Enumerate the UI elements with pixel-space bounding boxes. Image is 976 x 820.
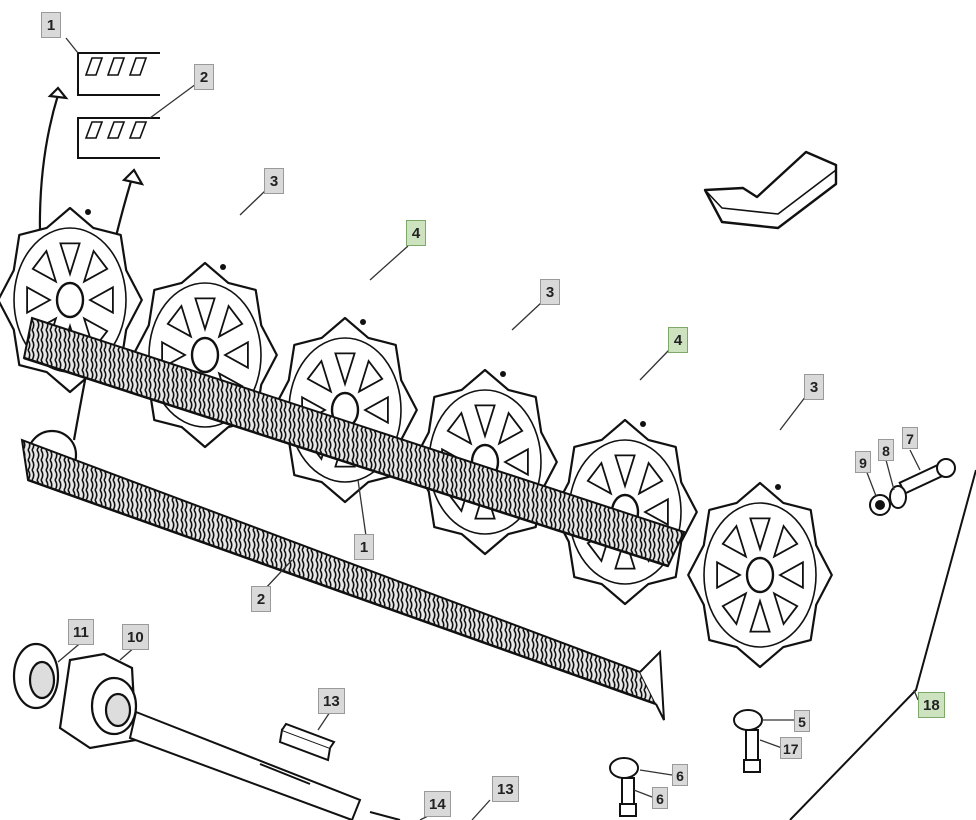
shaft-key — [278, 722, 336, 762]
callout-2-top[interactable]: 2 — [194, 64, 214, 90]
leader-18 — [789, 469, 976, 820]
callout-5[interactable]: 5 — [794, 710, 810, 732]
callout-3-b[interactable]: 3 — [540, 279, 560, 305]
callout-8[interactable]: 8 — [878, 439, 894, 461]
callout-13-b[interactable]: 13 — [492, 776, 519, 802]
leader-lines — [57, 37, 921, 820]
callout-9[interactable]: 9 — [855, 451, 871, 473]
callout-2-mid[interactable]: 2 — [251, 586, 271, 612]
callout-17[interactable]: 17 — [780, 737, 802, 759]
callout-11[interactable]: 11 — [68, 619, 94, 645]
callout-1-top[interactable]: 1 — [41, 12, 61, 38]
bolt-hardware — [869, 458, 956, 516]
callout-4-b[interactable]: 4 — [668, 327, 688, 353]
lower-rack — [20, 438, 665, 721]
direction-arrow — [703, 150, 838, 230]
callout-13-a[interactable]: 13 — [318, 688, 345, 714]
callout-14[interactable]: 14 — [424, 791, 451, 817]
callout-3-c[interactable]: 3 — [804, 374, 824, 400]
upper-rack — [22, 316, 686, 568]
rack-detail-1 — [77, 52, 160, 96]
callout-1-mid[interactable]: 1 — [354, 534, 374, 560]
sprocket-wheel — [687, 481, 833, 669]
callout-6-b[interactable]: 6 — [652, 787, 668, 809]
rack-detail-2 — [77, 117, 160, 159]
callout-10[interactable]: 10 — [122, 624, 149, 650]
callout-6-a[interactable]: 6 — [672, 764, 688, 786]
drive-shaft — [128, 710, 401, 820]
small-bolts — [609, 709, 763, 817]
callout-4-a[interactable]: 4 — [406, 220, 426, 246]
callout-7[interactable]: 7 — [902, 427, 918, 449]
callout-18[interactable]: 18 — [918, 692, 945, 718]
callout-3-a[interactable]: 3 — [264, 168, 284, 194]
bearing-and-flange — [12, 642, 138, 750]
